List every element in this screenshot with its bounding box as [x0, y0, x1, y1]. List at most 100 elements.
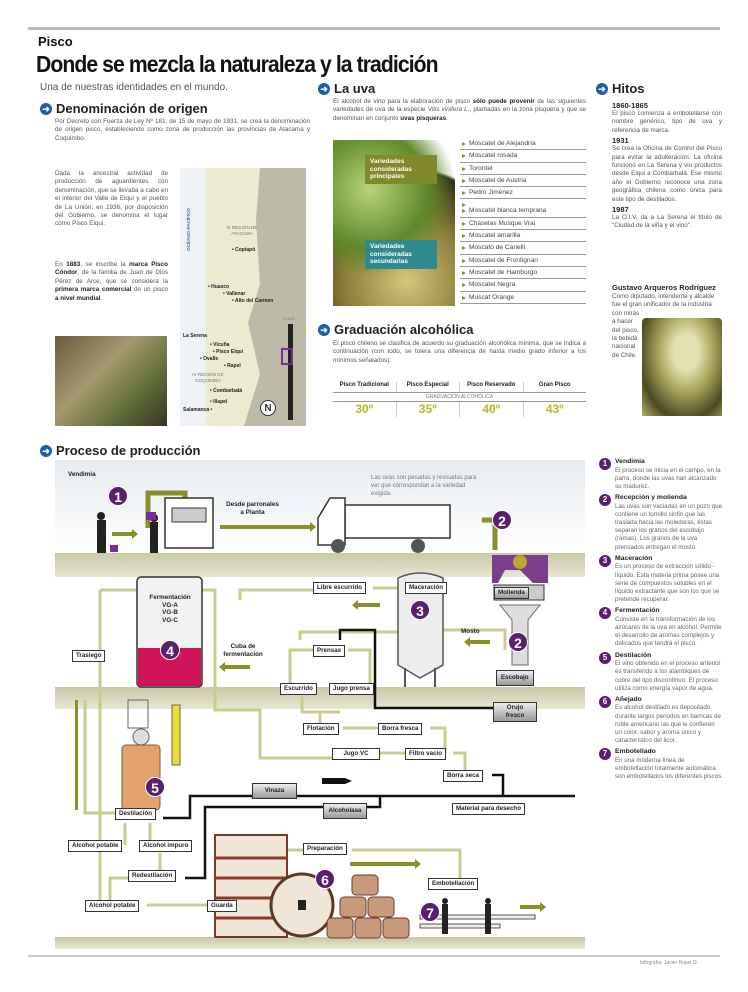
- arrow-icon: ➜: [318, 323, 330, 336]
- step-number-badge: 1: [108, 486, 128, 506]
- city: La Serena: [183, 333, 207, 339]
- grade-value: 43º: [545, 402, 564, 416]
- label-prensas: Prensas: [313, 645, 346, 657]
- step-text: En una moderna línea de embotellación to…: [615, 756, 723, 781]
- person-name: Gustavo Arqueros Rodríguez: [612, 283, 716, 292]
- variety-item: Moscatel de Frontignan: [460, 255, 586, 267]
- variety-item: Moscatel amarilla: [460, 230, 586, 243]
- step-number-badge: 1: [599, 458, 611, 470]
- credit: Infografía: Javier Rojas O.: [640, 960, 699, 966]
- label-borra-seca: Borra seca: [443, 770, 483, 782]
- step-number-badge: 2: [492, 510, 512, 530]
- step-number-badge: 4: [160, 640, 180, 660]
- label-mosto: Mosto: [461, 628, 480, 635]
- city: • Illapel: [210, 399, 228, 405]
- grade-value: 40º: [460, 402, 524, 417]
- city: • Combarbalá: [210, 388, 243, 394]
- label-embotellacion: Embotellación: [428, 878, 479, 890]
- variety-item: Moscatel blanca temprana: [460, 205, 586, 218]
- step-number-badge: 7: [599, 748, 611, 761]
- secundarias-tag: Variedades consideradas secundarias: [365, 240, 437, 269]
- maceration-tank: [397, 572, 444, 679]
- variety-item: Moscatel rosada: [460, 150, 586, 163]
- label-vendimia: Vendimia: [68, 471, 96, 478]
- label-molienda: Molienda: [494, 587, 529, 599]
- label-libre-escurrido: Libre escurrido: [313, 582, 367, 594]
- section-title: La uva: [334, 81, 376, 96]
- hito-text: El pisco comienza a embotellarse con nom…: [612, 110, 722, 134]
- ground-band: [55, 687, 585, 709]
- subtitle: Una de nuestras identidades en el mundo.: [40, 82, 228, 93]
- step-title: Vendimia: [615, 458, 645, 465]
- variety-item: Pedro Jiménez: [460, 187, 586, 200]
- note-weighing: Las uvas son pesadas y revisadas para ve…: [371, 475, 477, 497]
- step-number-badge: 2: [599, 494, 611, 507]
- section-proceso: ➜Proceso de producción: [40, 443, 200, 458]
- step-text: El proceso se inicia en el campo, en la …: [615, 466, 721, 490]
- city: • Ovalle: [200, 356, 219, 362]
- city: • Vicuña: [210, 342, 230, 348]
- label-guarda: Guarda: [207, 900, 237, 912]
- section-denominacion: ➜Denominación de origen: [40, 101, 208, 116]
- section-uva: ➜La uva: [318, 81, 375, 96]
- step-text: Las uvas son vaciadas en un pozo que con…: [615, 502, 722, 551]
- region-map: OCÉANO PACÍFICO III REGIÓN DE ATACAMA • …: [180, 168, 306, 426]
- variety-item: Torontel: [460, 163, 586, 175]
- step-title: Recepción y molienda: [615, 494, 687, 502]
- hito-year: 1860-1865: [612, 101, 648, 110]
- highlight-box: [281, 348, 293, 365]
- hito-text: La O.I.V. da a La Serena el título de "C…: [612, 214, 722, 230]
- variety-item: Moscatel de Hamburgo: [460, 267, 586, 280]
- hito-year: 1931: [612, 136, 629, 146]
- arrow-icon: ➜: [40, 102, 52, 115]
- variety-item: Chaselas Musque Vrai: [460, 218, 586, 231]
- step-number-badge: 3: [410, 600, 430, 620]
- label-desde: Desde parronales a Planta: [226, 501, 279, 516]
- inset-label: CHILE: [283, 316, 295, 321]
- step-title: Destilación: [615, 651, 652, 659]
- step-text: El vino obtenido en el proceso anterior …: [615, 660, 721, 692]
- denominacion-intro: Por Decreto con Fuerza de Ley Nº 181, de…: [55, 118, 310, 142]
- label-maceracion: Maceración: [405, 582, 448, 594]
- city: • Pisco Elqui: [213, 349, 244, 355]
- label-preparacion: Preparación: [303, 843, 347, 855]
- label-flotacion: Flotación: [303, 723, 339, 735]
- step-title: Añejado: [615, 695, 642, 703]
- truck-front: [164, 497, 214, 549]
- step-title: Maceración: [615, 554, 653, 562]
- label-alcoholasa: Alcoholasa: [323, 803, 367, 819]
- city: • Huasco: [208, 284, 230, 290]
- label-borra-fresca: Borra fresca: [378, 723, 423, 735]
- variety-item: Moscato de Canelli: [460, 242, 586, 255]
- step-text: Consiste en la transformación de los azú…: [615, 615, 722, 648]
- label-jugo-prensa: Jugo prensa: [329, 683, 374, 695]
- section-title: Hitos: [612, 81, 645, 96]
- city: Salamanca •: [183, 407, 213, 413]
- label-desecho: Material para desecho: [452, 803, 525, 815]
- region-label: IV REGIÓN DE COQUIMBO: [192, 372, 224, 383]
- label-alcohol-impuro: Alcohol impuro: [139, 840, 193, 852]
- denominacion-para1: Dada la ancestral actividad de producció…: [55, 170, 168, 228]
- headline: Donde se mezcla la naturaleza y la tradi…: [36, 51, 439, 77]
- label-orujo: Orujo fresco: [493, 702, 537, 722]
- city: • Vallenar: [223, 291, 246, 297]
- variety-item: Moscatel de Austria: [460, 175, 586, 188]
- denominacion-para2: En 1883, se inscribe la marca Pisco Cónd…: [55, 261, 169, 302]
- step-number-badge: 6: [599, 695, 611, 708]
- list-spacer: [460, 199, 586, 208]
- pisco-type: Gran Pisco: [538, 382, 571, 388]
- grape-photo: Variedades consideradas principales Vari…: [333, 140, 455, 306]
- kicker: Pisco: [38, 34, 73, 49]
- label-escurrido: Escurrido: [280, 683, 317, 695]
